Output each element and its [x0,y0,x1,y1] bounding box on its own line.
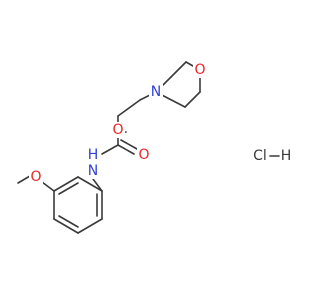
atom-labels: O N O O N H O Cl H [29,62,291,185]
atom-morpholine-o: O [194,62,205,78]
bond-ar-6-1 [77,176,103,192]
bg-morpholine-o [193,62,207,78]
atom-amide-n: N [88,163,98,179]
bond-ar-3-4 [53,218,79,234]
bond-mor-c3-c4 [184,91,201,108]
bond-ch2a-ch2b [117,99,141,117]
bond-ccarb-nh [101,144,119,155]
bond-ccarb-ocarb-1 [117,144,135,155]
bg-methoxy-o [29,169,43,185]
bg-ester-o [111,122,125,138]
bond-ar-inner-c [58,182,79,195]
bond-ar-inner-b [58,215,79,228]
bond-ccarb-ocarb-2 [120,139,138,150]
bg-morpholine-n [149,84,163,100]
atom-salt-h: H [281,148,292,164]
bond-nh-aryl [92,178,103,192]
bond-ar-5-6 [53,176,79,192]
bond-mor-c1-c2 [170,61,187,78]
atom-ester-o: O [112,122,123,138]
structure-diagram: O N O O N H O Cl H [17,61,291,234]
bonds [17,61,280,234]
atom-morpholine-n: N [151,84,161,100]
atom-salt-cl: Cl [253,148,267,164]
bond-ar-omethoxy [41,181,55,192]
bg-carbonyl-o [137,147,151,163]
bond-ar-2-3 [77,218,103,234]
bg-amide-h [86,147,100,163]
atom-methoxy-o: O [30,169,41,185]
bond-omethoxy-ch3 [17,175,31,184]
atom-amide-h: H [88,147,99,163]
bg-amide-n [86,163,100,179]
atom-carbonyl-o: O [138,147,149,163]
